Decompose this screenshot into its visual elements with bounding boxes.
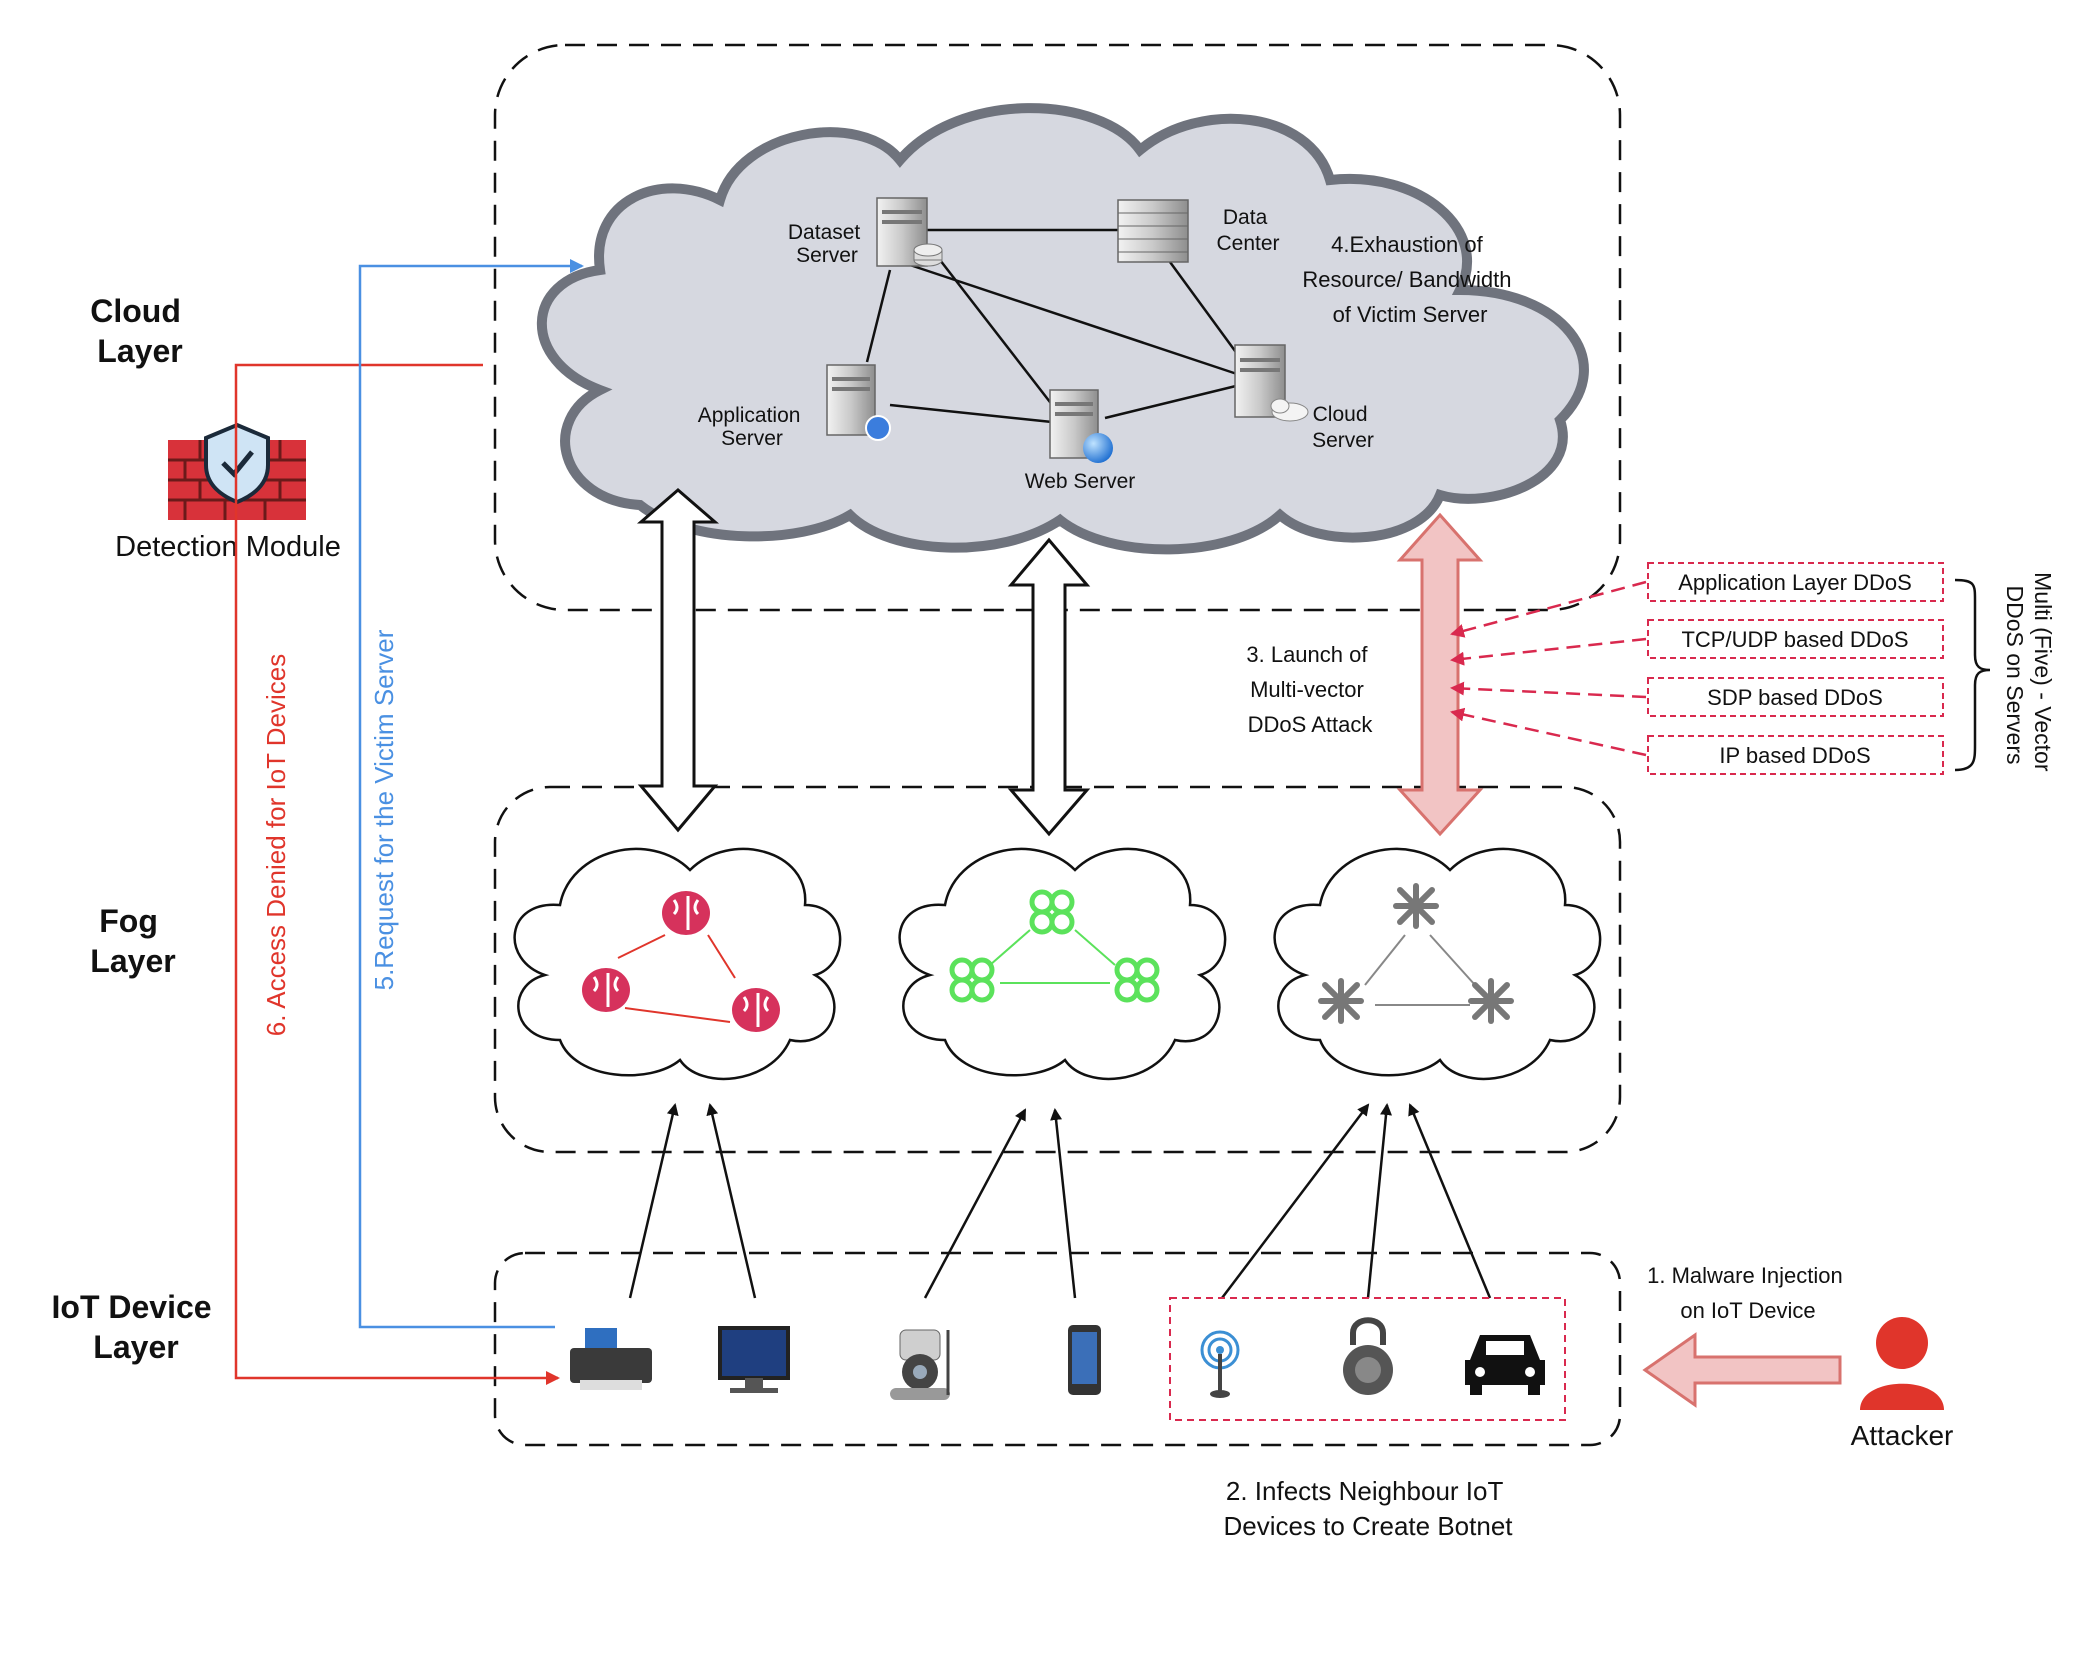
step4-label: 4.Exhaustion of Resource/ Bandwidth of V…	[1302, 232, 1517, 327]
fog-cloud-arrow-2	[1007, 537, 1091, 837]
cloud-server-label: Cloud Server	[1312, 403, 1374, 452]
server-links	[865, 228, 1241, 424]
printer-icon	[570, 1328, 652, 1390]
ddos-group-brace	[1954, 578, 1991, 772]
attack-double-arrow	[1396, 512, 1484, 837]
ddos-vector-label: Application Layer DDoS	[1678, 570, 1912, 595]
application-server-icon	[826, 364, 891, 441]
brain-icon	[662, 891, 710, 935]
knot-icon	[1114, 957, 1160, 1003]
fog-cloud-2	[898, 847, 1227, 1081]
fog-cloud-arrow-1	[636, 488, 720, 833]
fog-layer-box	[493, 785, 1622, 1154]
data-center-label: Data Center	[1216, 206, 1279, 255]
cloud-server-icon	[1234, 344, 1309, 422]
ddos-group-label: Multi (Five) - Vector DDoS on Servers	[2002, 572, 2056, 778]
iot-layer-box	[493, 1251, 1622, 1447]
web-server-icon	[1049, 389, 1113, 463]
asterisk-node-icon	[1468, 978, 1514, 1024]
ddos-vector-label: TCP/UDP based DDoS	[1681, 627, 1908, 652]
cloud-layer-title: Cloud Layer	[90, 293, 190, 369]
fog-layer-title: Fog Layer	[90, 903, 175, 979]
detection-module-label: Detection Module	[115, 531, 341, 563]
asterisk-node-icon	[1318, 978, 1364, 1024]
dataset-server-icon	[876, 197, 943, 267]
car-icon	[1465, 1335, 1545, 1395]
fog-cloud-1	[513, 847, 842, 1081]
knot-icon	[1029, 889, 1075, 935]
ddos-vector-box	[1647, 619, 1944, 659]
application-server-label: Application Server	[698, 404, 807, 450]
request-victim-path	[358, 259, 584, 1329]
smart-lock-icon	[1343, 1317, 1393, 1395]
fog-cloud-3	[1273, 847, 1602, 1081]
ddos-vector-box	[1647, 562, 1944, 602]
ddos-vector-box	[1647, 677, 1944, 717]
step1-label: 1. Malware Injection on IoT Device	[1647, 1263, 1849, 1323]
monitor-icon	[718, 1326, 790, 1393]
step6-label: 6. Access Denied for IoT Devices	[261, 654, 291, 1036]
ddos-vector-label: SDP based DDoS	[1707, 685, 1883, 710]
web-server-label: Web Server	[1025, 470, 1136, 493]
data-center-icon	[1117, 199, 1189, 263]
ip-camera-icon	[890, 1329, 950, 1400]
dataset-server-label: Dataset Server	[788, 221, 866, 267]
infected-devices-box	[1169, 1297, 1566, 1421]
brain-icon	[582, 968, 630, 1012]
iot-layer-title: IoT Device Layer	[52, 1289, 221, 1365]
ddos-attack-lines	[1450, 580, 1647, 757]
ddos-vector-list: Application Layer DDoS TCP/UDP based DDo…	[1647, 562, 1944, 775]
malware-injection-arrow	[1642, 1332, 1842, 1408]
asterisk-node-icon	[1393, 883, 1439, 929]
ddos-vector-label: IP based DDoS	[1719, 743, 1870, 768]
person-icon	[1860, 1317, 1944, 1410]
smartphone-icon	[1068, 1325, 1101, 1395]
main-cloud	[536, 103, 1589, 555]
iot-to-fog-arrows	[628, 1103, 1492, 1299]
step5-label: 5.Request for the Victim Server	[369, 629, 399, 990]
ddos-vector-box	[1647, 735, 1944, 775]
attacker-label: Attacker	[1851, 1420, 1954, 1451]
wifi-antenna-icon	[1200, 1330, 1240, 1398]
brain-icon	[732, 988, 780, 1032]
step3-label: 3. Launch of Multi-vector DDoS Attack	[1246, 642, 1373, 737]
knot-icon	[949, 957, 995, 1003]
step2-label: 2. Infects Neighbour IoT Devices to Crea…	[1223, 1476, 1513, 1541]
